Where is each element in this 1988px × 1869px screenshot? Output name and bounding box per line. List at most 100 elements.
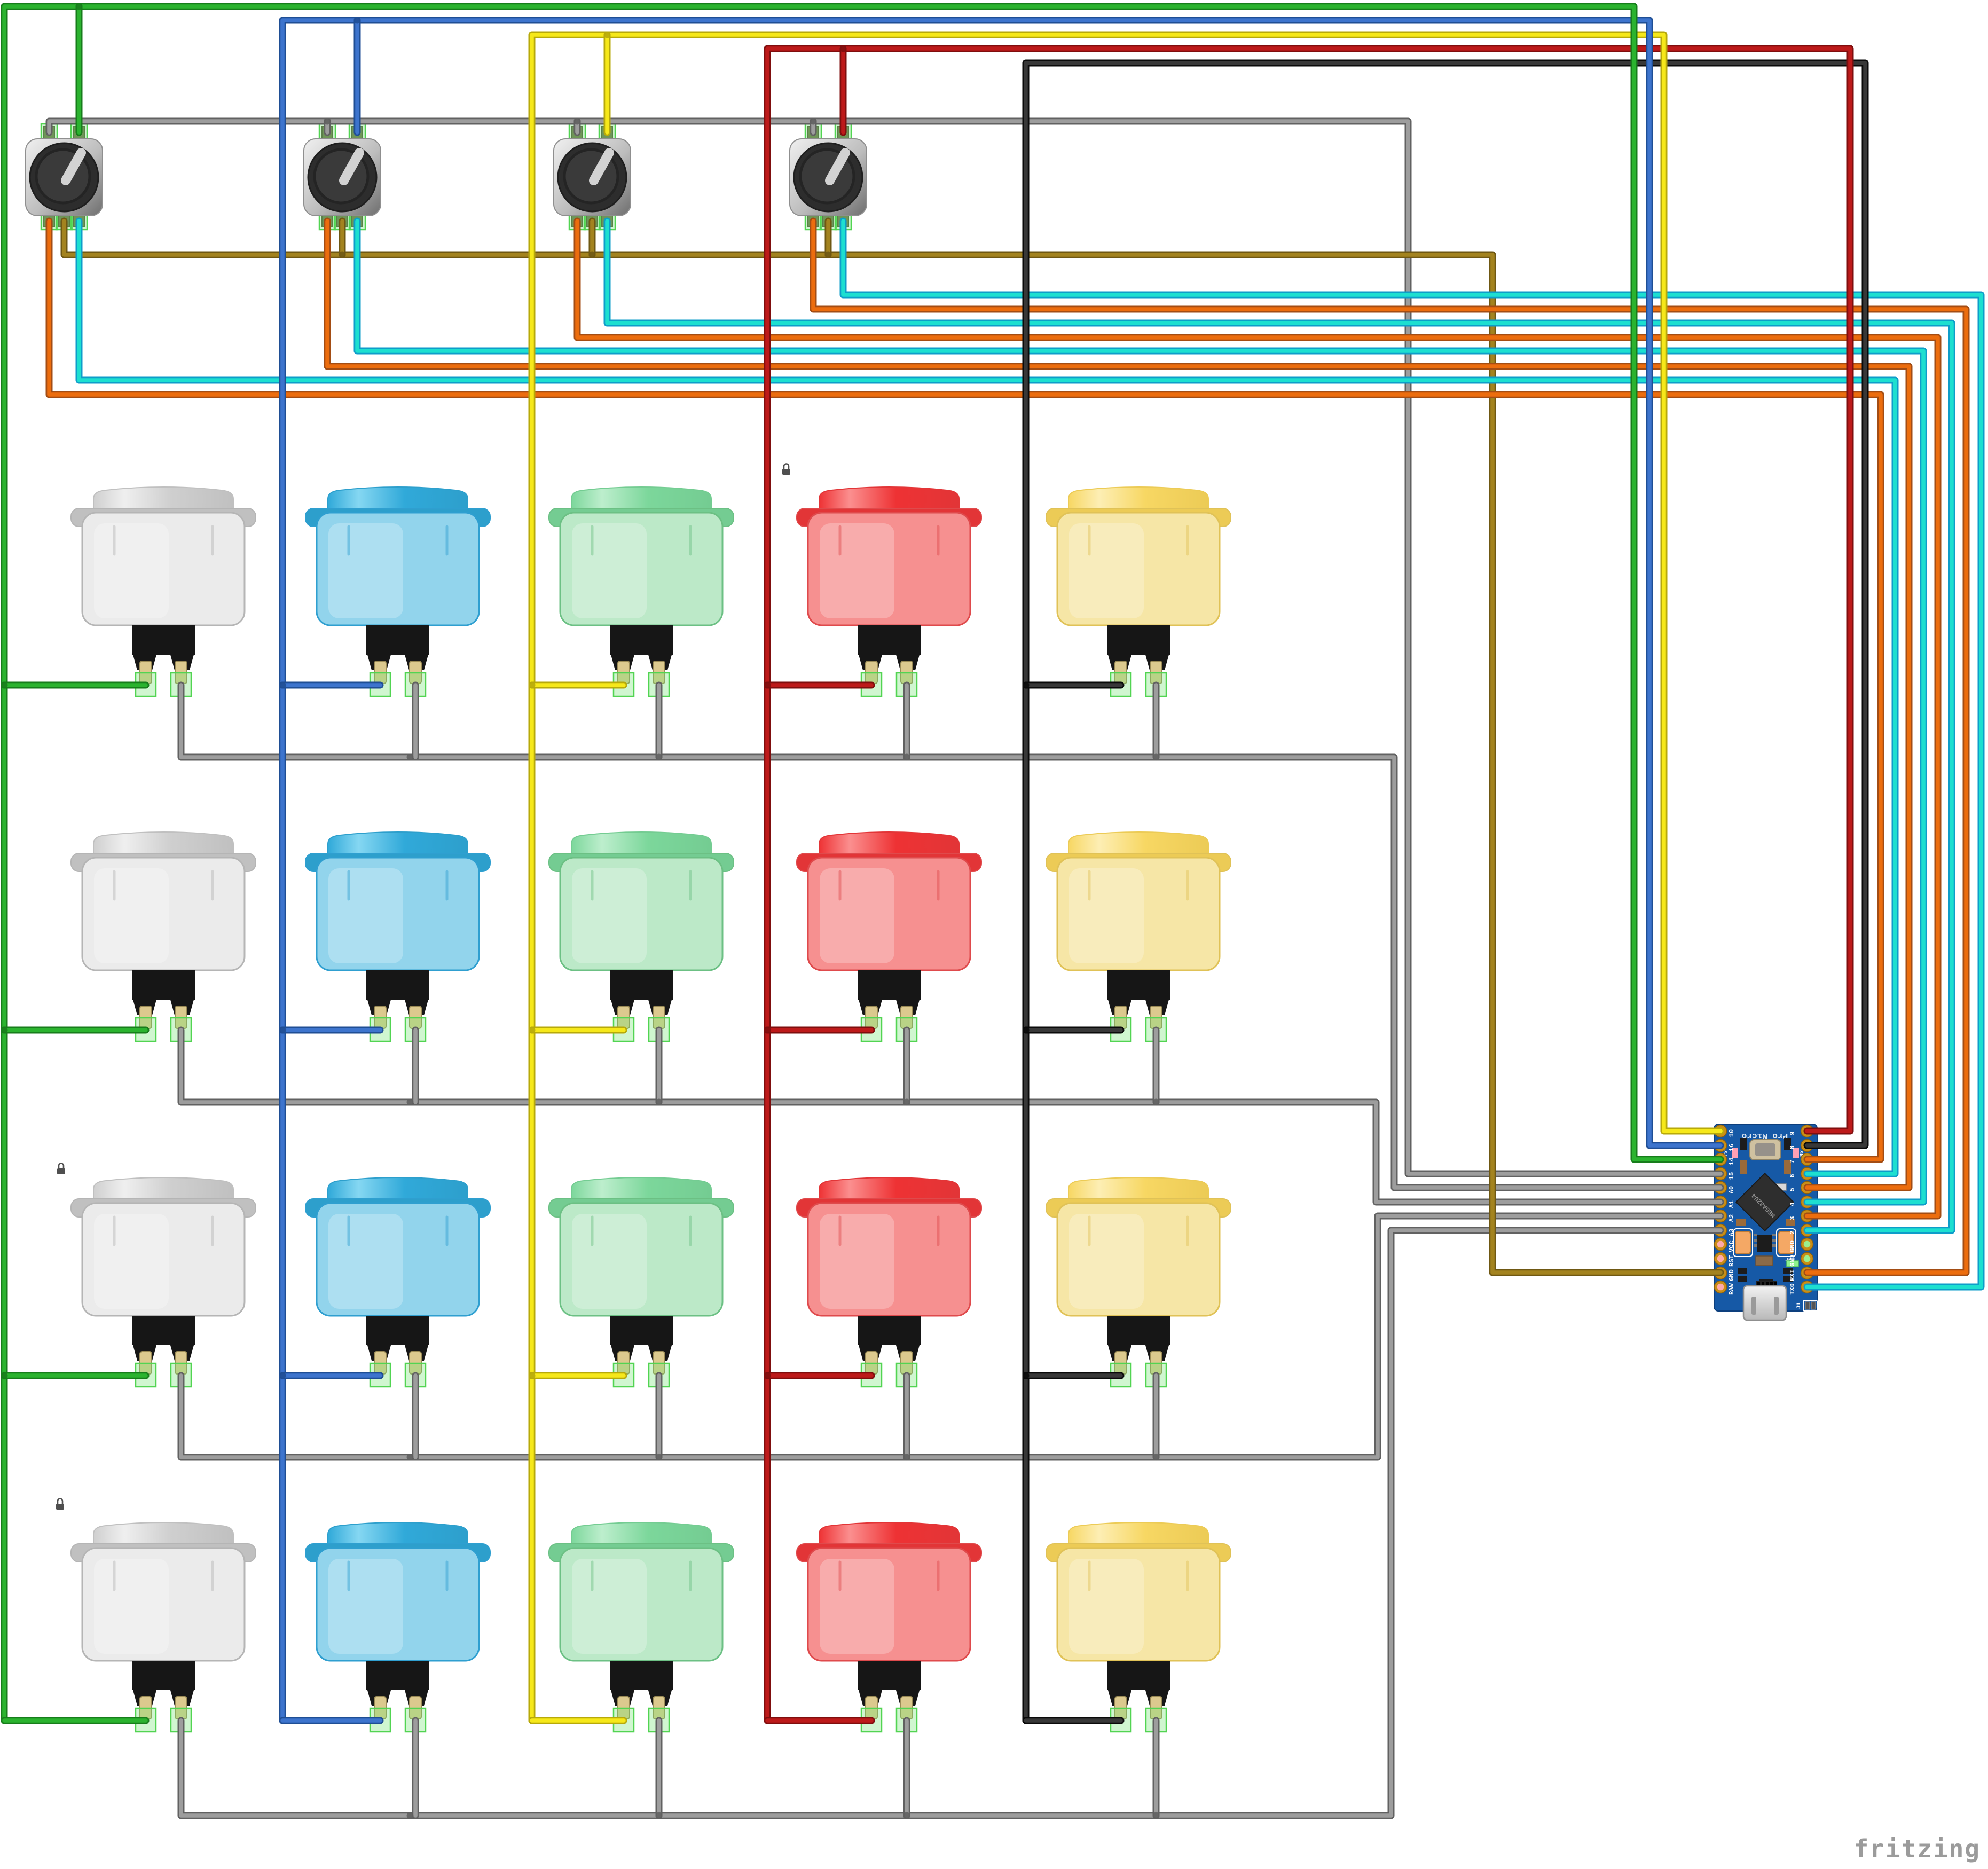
pro-micro-pin-raw-left[interactable] <box>1714 1280 1727 1294</box>
arcade-button-blue-r2c2[interactable] <box>305 831 491 1042</box>
arcade-button-white-r3c1[interactable] <box>70 1177 256 1388</box>
wire-encoder2-a[interactable] <box>324 217 1913 1191</box>
button-gloss <box>1069 1559 1144 1654</box>
wire-junction <box>279 1372 286 1379</box>
wire-col2-blue-bus[interactable] <box>279 17 1724 1724</box>
board-title: Pro Micro <box>1742 1131 1788 1141</box>
pin-label-5: 5 <box>1789 1188 1796 1191</box>
wire-col4-red-bus[interactable] <box>764 45 1854 1724</box>
button-base <box>610 1316 673 1345</box>
arcade-button-white-r4c1[interactable] <box>70 1522 256 1733</box>
wire-row4-chain[interactable] <box>177 1227 1724 1819</box>
pin-label-7: 7 <box>1789 1159 1796 1163</box>
arcade-button-blue-r1c2[interactable] <box>305 486 491 697</box>
button-base <box>610 1661 673 1690</box>
rotary-encoder-3[interactable] <box>553 123 631 231</box>
wire-junction <box>1152 1098 1160 1106</box>
pro-micro-pin-rst-left[interactable] <box>1714 1252 1727 1266</box>
wire-junction <box>406 1098 414 1106</box>
button-gloss <box>328 523 403 618</box>
arcade-button-red-r2c4[interactable] <box>796 831 982 1042</box>
arcade-button-yellow-r3c5[interactable] <box>1046 1177 1231 1388</box>
wire-junction <box>573 117 581 125</box>
arcade-button-green-r4c3[interactable] <box>548 1522 734 1733</box>
arcade-button-yellow-r1c5[interactable] <box>1046 486 1231 697</box>
button-base <box>132 1316 195 1345</box>
arcade-button-yellow-r4c5[interactable] <box>1046 1522 1231 1733</box>
arcade-button-green-r1c3[interactable] <box>548 486 734 697</box>
wire-junction <box>655 753 663 761</box>
wire-col5-black-bus[interactable] <box>1022 59 1869 1724</box>
pro-micro-pin-gnd-right[interactable] <box>1800 1252 1814 1266</box>
lock-icon <box>57 1163 65 1174</box>
wire-encoder1-b[interactable] <box>75 217 1899 1177</box>
button-gloss <box>94 523 169 618</box>
rotary-encoder-4[interactable] <box>789 123 867 231</box>
wire-junction <box>903 1098 910 1106</box>
arcade-button-red-r3c4[interactable] <box>796 1177 982 1388</box>
capacitor <box>1778 1231 1794 1254</box>
button-base <box>858 1661 921 1690</box>
wire-junction <box>588 251 596 258</box>
button-gloss <box>94 1214 169 1309</box>
button-base <box>366 1316 429 1345</box>
button-base <box>366 1661 429 1690</box>
pin-label-a0: A0 <box>1728 1186 1735 1193</box>
mega32u4-chip <box>1735 1172 1795 1232</box>
button-base <box>1107 1661 1170 1690</box>
button-base <box>132 1661 195 1690</box>
button-gloss <box>820 1214 894 1309</box>
pin-label-9: 9 <box>1789 1131 1796 1135</box>
wire-encoder-gnd-bus[interactable] <box>60 217 1724 1276</box>
rx-label: Rx <box>1800 1150 1805 1157</box>
pin-label-3: 3 <box>1789 1216 1796 1220</box>
button-base <box>132 970 195 1000</box>
wire-encoder1-a[interactable] <box>45 217 1884 1163</box>
arcade-button-white-r1c1[interactable] <box>70 486 256 697</box>
pin-label-gnd: GND <box>1789 1240 1796 1252</box>
pro-micro-pin-vcc-left[interactable] <box>1714 1237 1727 1251</box>
arcade-button-blue-r3c2[interactable] <box>305 1177 491 1388</box>
wire-junction <box>279 681 286 689</box>
arcade-button-green-r2c3[interactable] <box>548 831 734 1042</box>
wire-encoder4-b[interactable] <box>839 217 1985 1291</box>
button-gloss <box>820 868 894 963</box>
wire-junction <box>764 1372 771 1379</box>
capacitor <box>1735 1231 1751 1254</box>
arcade-button-red-r4c4[interactable] <box>796 1522 982 1733</box>
button-base <box>858 1316 921 1345</box>
pin-label-gnd: GND <box>1789 1255 1796 1267</box>
wire-junction <box>1022 1372 1030 1379</box>
wire-col1-green-bus[interactable] <box>1 3 1724 1724</box>
wire-row1-chain[interactable] <box>177 681 1724 1191</box>
arcade-button-yellow-r2c5[interactable] <box>1046 831 1231 1042</box>
wires-layer <box>1 3 1985 1819</box>
wire-encoder3-b[interactable] <box>603 217 1955 1234</box>
micro-usb-connector[interactable] <box>1742 1285 1787 1321</box>
arcade-button-blue-r4c2[interactable] <box>305 1522 491 1733</box>
wire-junction <box>75 3 83 10</box>
pin-label-8: 8 <box>1789 1145 1796 1149</box>
button-gloss <box>328 868 403 963</box>
arcade-button-green-r3c3[interactable] <box>548 1177 734 1388</box>
wire-junction <box>764 1026 771 1034</box>
wire-junction <box>810 117 817 125</box>
wire-junction <box>1022 1026 1030 1034</box>
power-led <box>1786 1260 1799 1267</box>
button-gloss <box>572 1559 647 1654</box>
encoder-pointer <box>825 148 850 185</box>
rx-led <box>1793 1148 1799 1158</box>
wire-encoder2-b[interactable] <box>353 217 1927 1206</box>
wire-col3-yellow-bus[interactable] <box>528 31 1724 1724</box>
wire-encoder-switch-row[interactable] <box>45 117 1724 1177</box>
pwr-label: Pwr <box>1785 1256 1795 1262</box>
j1-jumper <box>1803 1300 1818 1312</box>
pro-micro-pin-gnd-right[interactable] <box>1800 1237 1814 1251</box>
rotary-encoder-1[interactable] <box>25 123 103 231</box>
wire-encoder3-a[interactable] <box>573 217 1942 1220</box>
wire-junction <box>528 681 536 689</box>
rotary-encoder-2[interactable] <box>303 123 381 231</box>
wire-encoder4-a[interactable] <box>810 217 1970 1276</box>
